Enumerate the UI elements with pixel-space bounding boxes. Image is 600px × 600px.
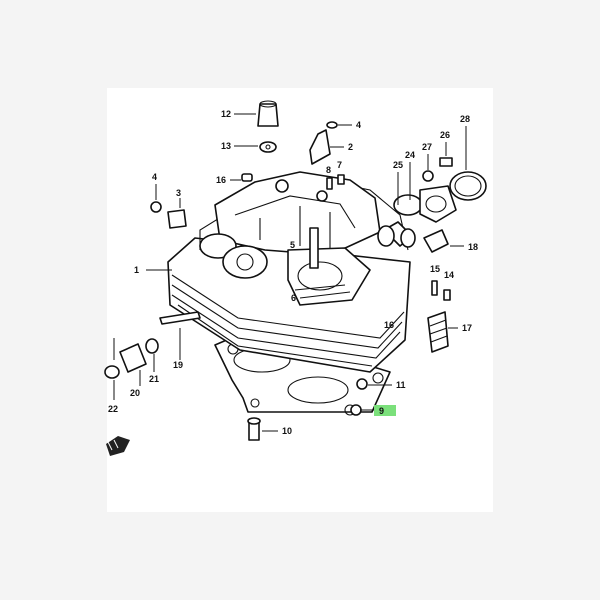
part-7-bolt [337,174,345,185]
part-3-pin [167,209,187,229]
label-18[interactable]: 18 [468,242,478,252]
label-6[interactable]: 6 [291,293,296,303]
part-17-damper [427,311,449,353]
part-11-dowel [356,378,368,390]
label-17[interactable]: 17 [462,323,472,333]
label-9[interactable]: 9 [379,406,384,416]
cylinder-head-assembly [167,171,416,416]
part-9-highlight [374,405,396,416]
part-number-labels: 12 13 4 2 7 8 16 4 3 1 5 6 25 24 27 26 2… [108,109,478,436]
part-15-bolt [431,280,438,296]
label-16-top[interactable]: 16 [216,175,226,185]
part-16-bolt [241,173,253,182]
label-10[interactable]: 10 [282,426,292,436]
part-9-dowel [350,404,362,416]
label-19[interactable]: 19 [173,360,183,370]
part-4-oring-top [326,121,338,129]
part-20-plug [119,343,147,373]
part-8-bolt [326,177,333,190]
label-15[interactable]: 15 [430,264,440,274]
part-12-cap [257,100,279,127]
label-4-top[interactable]: 4 [356,120,361,130]
part-19-stud [159,311,201,325]
part-27-nut [422,170,434,182]
leader-lines [113,113,467,432]
label-2[interactable]: 2 [348,142,353,152]
part-21-washer [145,338,159,354]
label-25[interactable]: 25 [393,160,403,170]
part-18-fitting [423,229,449,253]
label-21[interactable]: 21 [149,374,159,384]
label-28[interactable]: 28 [460,114,470,124]
part-4-oring-left [150,201,162,213]
part-24-intake-joint [419,185,457,223]
part-13-washer [259,141,277,153]
label-5[interactable]: 5 [290,240,295,250]
front-direction-arrow-icon [106,436,130,456]
part-2-pin [309,129,331,165]
label-11[interactable]: 11 [396,380,406,390]
label-26[interactable]: 26 [440,130,450,140]
label-13[interactable]: 13 [221,141,231,151]
part-22-cap [104,365,120,379]
label-20[interactable]: 20 [130,388,140,398]
label-24[interactable]: 24 [405,150,415,160]
label-8[interactable]: 8 [326,165,331,175]
label-16-right[interactable]: 16 [384,320,394,330]
label-22[interactable]: 22 [108,404,118,414]
label-14[interactable]: 14 [444,270,454,280]
label-1[interactable]: 1 [134,265,139,275]
part-14-bolt [443,289,451,301]
label-27[interactable]: 27 [422,142,432,152]
label-12[interactable]: 12 [221,109,231,119]
label-3[interactable]: 3 [176,188,181,198]
part-26-bolt [439,157,453,167]
label-4-left[interactable]: 4 [152,172,157,182]
label-7[interactable]: 7 [337,160,342,170]
